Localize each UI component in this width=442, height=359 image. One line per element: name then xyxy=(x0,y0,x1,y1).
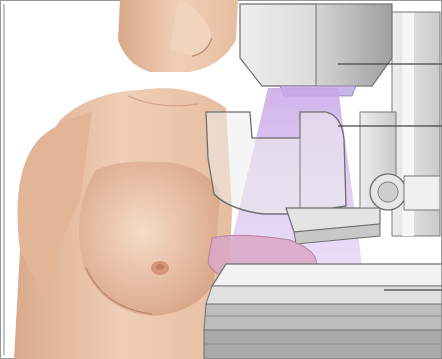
detector-platform xyxy=(204,264,442,359)
xray-tube-head xyxy=(240,4,392,96)
